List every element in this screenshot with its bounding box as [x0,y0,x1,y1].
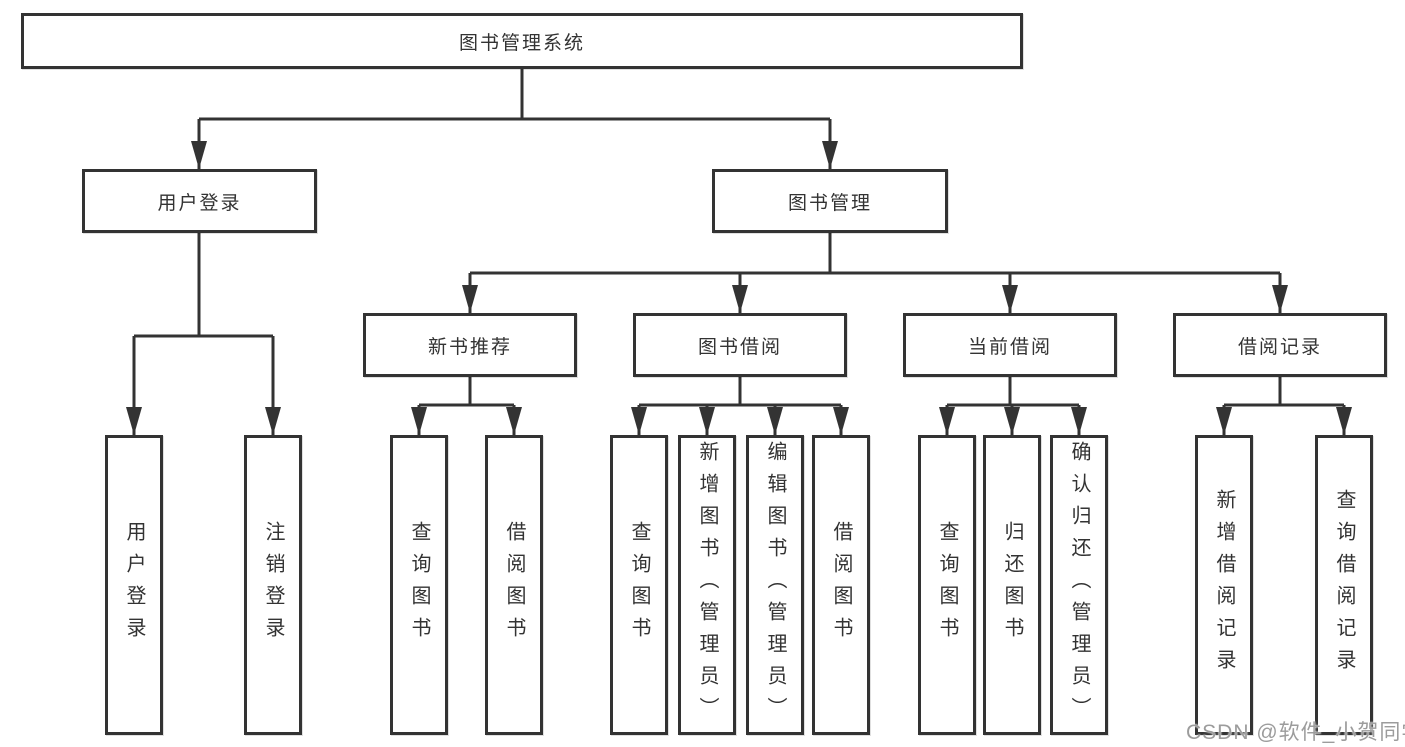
leaf-user-login-label: 用户登录 [123,521,145,649]
leaf-query-books-recommend-label: 查询图书 [408,521,430,649]
node-book-borrowing: 图书借阅 [633,313,847,377]
node-borrowing-records: 借阅记录 [1173,313,1387,377]
leaf-add-borrow-record: 新增借阅记录 [1195,435,1253,735]
leaf-edit-book-admin-label: 编辑图书（管理员） [764,441,786,729]
leaf-query-books-current-label: 查询图书 [936,521,958,649]
leaf-return-book: 归还图书 [983,435,1041,735]
leaf-add-book-admin-label: 新增图书（管理员） [696,441,718,729]
leaf-borrow-books: 借阅图书 [812,435,870,735]
leaf-borrow-books-recommend-label: 借阅图书 [503,521,525,649]
leaf-borrow-books-label: 借阅图书 [830,521,852,649]
leaf-user-login: 用户登录 [105,435,163,735]
leaf-query-books-borrow: 查询图书 [610,435,668,735]
leaf-query-books-borrow-label: 查询图书 [628,521,650,649]
node-book-management: 图书管理 [712,169,948,233]
leaf-edit-book-admin: 编辑图书（管理员） [746,435,804,735]
node-new-book-recommend: 新书推荐 [363,313,577,377]
leaf-query-borrow-record-label: 查询借阅记录 [1333,489,1355,681]
leaf-query-books-recommend: 查询图书 [390,435,448,735]
node-user-login: 用户登录 [82,169,317,233]
leaf-query-borrow-record: 查询借阅记录 [1315,435,1373,735]
leaf-confirm-return-admin-label: 确认归还（管理员） [1068,441,1090,729]
arrow-stems [126,119,1352,435]
csdn-watermark: CSDN @软件_小贺同学 [1186,721,1405,744]
node-current-borrowing: 当前借阅 [903,313,1117,377]
leaf-add-book-admin: 新增图书（管理员） [678,435,736,735]
tree-trunk-lines [134,69,1344,407]
node-root: 图书管理系统 [21,13,1023,69]
leaf-borrow-books-recommend: 借阅图书 [485,435,543,735]
leaf-query-books-current: 查询图书 [918,435,976,735]
leaf-add-borrow-record-label: 新增借阅记录 [1213,489,1235,681]
leaf-confirm-return-admin: 确认归还（管理员） [1050,435,1108,735]
leaf-logout: 注销登录 [244,435,302,735]
leaf-return-book-label: 归还图书 [1001,521,1023,649]
leaf-logout-label: 注销登录 [262,521,284,649]
